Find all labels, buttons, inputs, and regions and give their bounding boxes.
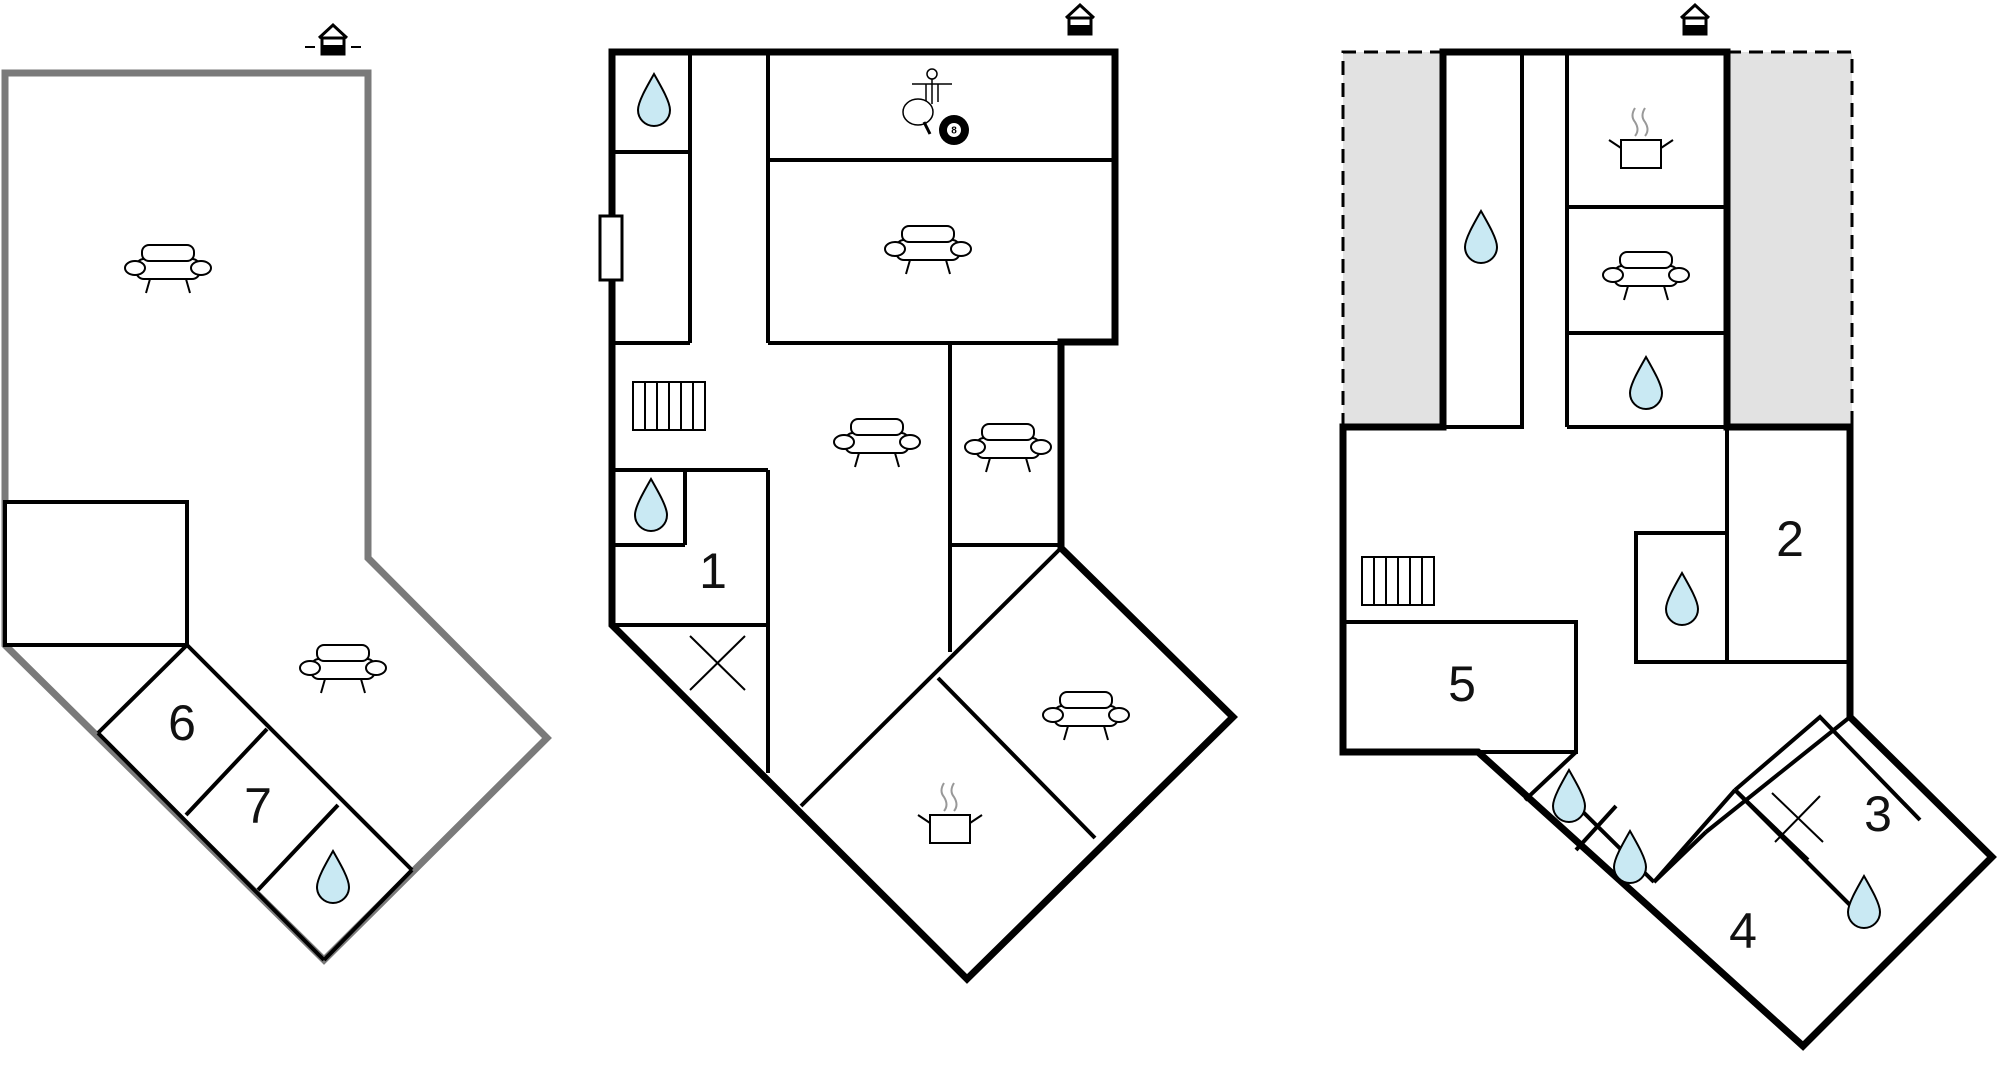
- house-entrance-icon: [1679, 3, 1711, 36]
- staircase-icon: [1361, 556, 1435, 606]
- room-number-3: 3: [1864, 786, 1892, 842]
- floor-plan-right: 2 3 4 5: [1339, 3, 1997, 1051]
- floor-plan-middle: 8 1: [598, 3, 1238, 984]
- room-number-7: 7: [244, 778, 272, 834]
- staircase-icon: [632, 381, 706, 431]
- billiard-ball-number: 8: [951, 126, 957, 137]
- left-plan-diagonal-rooms: [96, 643, 414, 962]
- right-plan-walls: [1343, 50, 1922, 907]
- middle-plan-walls: [612, 52, 1115, 840]
- left-plan-storage-room: [3, 500, 189, 647]
- middle-plan-outline: [608, 48, 1238, 984]
- terrace-left: [1343, 52, 1443, 427]
- room-number-4: 4: [1729, 903, 1757, 959]
- terrace-dashed-outline: [1341, 50, 1854, 427]
- room-number-2: 2: [1776, 511, 1804, 567]
- house-entrance-icon: [305, 23, 361, 56]
- house-entrance-icon: [1064, 3, 1096, 36]
- floor-plan-left: 6 7: [1, 23, 552, 965]
- right-plan-outline: [1339, 48, 1997, 1051]
- room-number-1: 1: [699, 543, 727, 599]
- room-number-5: 5: [1448, 656, 1476, 712]
- middle-plan-window: [598, 214, 624, 282]
- bed-cross-icon: [1771, 792, 1824, 843]
- bed-cross-icon: [689, 635, 746, 691]
- room-number-6: 6: [168, 695, 196, 751]
- terrace-right: [1727, 52, 1852, 427]
- game-room-icon: 8: [902, 68, 969, 145]
